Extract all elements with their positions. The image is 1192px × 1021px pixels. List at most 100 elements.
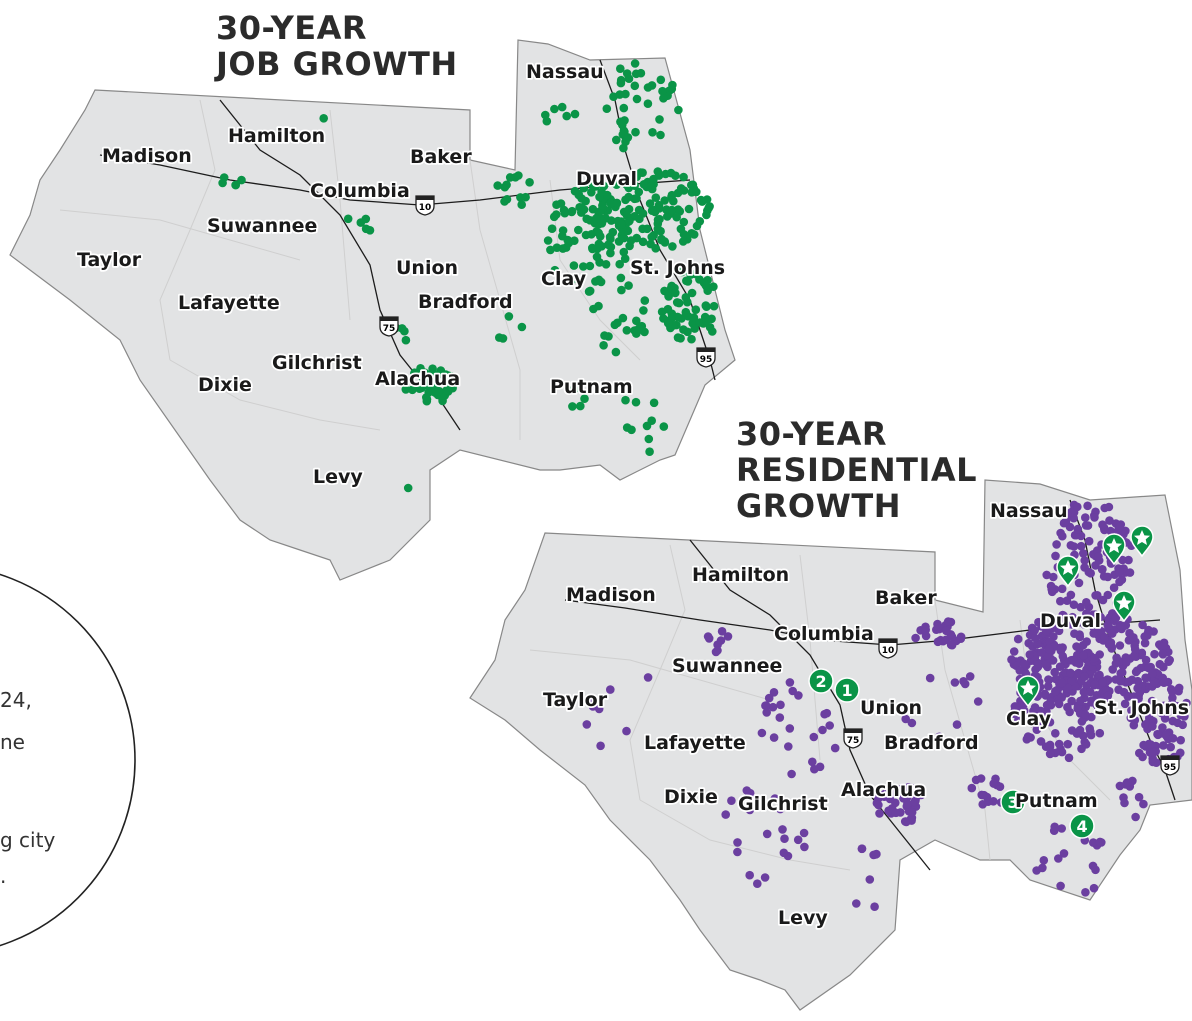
job-growth-dot (679, 230, 689, 239)
residential-growth-dot (1148, 703, 1157, 713)
job-growth-dot (631, 397, 641, 407)
residential-growth-dot (1074, 578, 1084, 588)
residential-growth-dot (1050, 822, 1059, 832)
residential-growth-dot (760, 873, 770, 882)
numbered-marker-1: 1 (834, 677, 860, 703)
job-growth-dot (678, 237, 688, 246)
residential-growth-dot (1094, 552, 1103, 561)
residential-growth-dot (907, 718, 917, 728)
job-growth-dot (632, 316, 641, 326)
star-pin-icon (1112, 590, 1136, 623)
residential-growth-dot (1079, 687, 1089, 697)
numbered-marker-4: 4 (1069, 813, 1095, 839)
residential-growth-dot (1025, 650, 1035, 659)
residential-growth-dot (1067, 620, 1077, 629)
job-growth-dot (676, 184, 686, 193)
residential-growth-dot (891, 808, 901, 818)
job-label-putnam: Putnam (550, 376, 633, 398)
res-label-union: Union (860, 697, 922, 719)
job-growth-dot (574, 189, 583, 198)
res-label-alachua: Alachua (841, 779, 926, 801)
job-growth-dot (705, 202, 714, 211)
residential-growth-dot (1100, 633, 1109, 642)
job-growth-dot (591, 214, 601, 223)
job-shield-10: 10 (415, 195, 435, 216)
job-growth-dot (569, 385, 578, 395)
job-growth-dot (638, 237, 648, 247)
job-growth-dot (636, 68, 646, 78)
svg-text:4: 4 (1076, 817, 1087, 836)
residential-growth-dot (794, 691, 803, 700)
job-growth-dot (645, 447, 654, 457)
job-growth-dot (579, 183, 589, 193)
job-county-lines (59, 99, 641, 440)
job-growth-dot (608, 227, 618, 237)
res-label-dixie: Dixie (664, 786, 718, 808)
job-growth-dot (639, 306, 648, 315)
job-growth-dot (585, 261, 595, 271)
residential-growth-dot (1039, 856, 1049, 865)
job-growth-dot (638, 209, 648, 218)
job-growth-dot (597, 219, 607, 228)
job-growth-dot (615, 90, 625, 99)
job-growth-dot (616, 273, 626, 283)
job-growth-dot (681, 307, 691, 317)
svg-text:3: 3 (1007, 793, 1018, 812)
residential-growth-dot (1130, 645, 1140, 654)
residential-growth-dot (1165, 655, 1174, 665)
residential-growth-dot (1176, 748, 1185, 758)
residential-growth-dot (1068, 612, 1077, 622)
job-growth-dot (702, 210, 711, 220)
job-growth-dot (416, 364, 425, 373)
residential-growth-dot (1063, 683, 1073, 693)
residential-growth-dot (976, 774, 986, 783)
residential-growth-dot (1155, 659, 1165, 669)
job-growth-dot (692, 221, 702, 231)
job-growth-dot (660, 196, 669, 205)
job-growth-dot (667, 190, 677, 200)
residential-growth-dot (1064, 753, 1074, 763)
job-growth-dot (612, 135, 621, 145)
job-growth-dot (560, 208, 570, 218)
residential-growth-dot (1160, 714, 1170, 723)
residential-growth-dot (1030, 633, 1040, 643)
job-growth-dot (428, 364, 437, 374)
residential-growth-dot (703, 632, 713, 641)
job-growth-dot (612, 198, 622, 208)
residential-growth-dot (1041, 742, 1051, 751)
job-growth-dot (655, 115, 664, 124)
residential-growth-dot (1097, 565, 1107, 574)
numbered-marker-3: 3 (1000, 789, 1026, 815)
job-label-nassau: Nassau (526, 61, 604, 83)
job-label-hamilton: Hamilton (228, 125, 325, 147)
residential-growth-map: 1 2 3 4 10 75 95 Nassa (469, 479, 1192, 1011)
residential-growth-dot (1111, 659, 1121, 668)
job-growth-dot (588, 181, 598, 191)
residential-growth-dot (1162, 730, 1171, 740)
job-growth-dot (619, 233, 629, 243)
residential-growth-dot (1080, 710, 1090, 719)
residential-growth-dot (1149, 747, 1159, 757)
residential-growth-dot (1098, 520, 1107, 529)
residential-growth-dot (874, 791, 883, 801)
residential-growth-dot (1054, 739, 1064, 749)
residential-growth-dot (1072, 669, 1082, 679)
svg-text:1: 1 (841, 681, 852, 700)
residential-growth-dot (825, 721, 834, 730)
residential-growth-dot (852, 899, 861, 908)
job-growth-dot (563, 235, 572, 245)
job-growth-dot (343, 214, 353, 224)
residential-growth-dot (1007, 655, 1016, 664)
residential-growth-dot (1090, 653, 1099, 663)
job-growth-dot (650, 205, 659, 215)
residential-growth-dot (622, 726, 631, 736)
job-growth-dot (504, 312, 514, 321)
job-growth-dot (630, 181, 639, 190)
residential-growth-dot (1115, 568, 1124, 577)
job-growth-dot (231, 180, 240, 190)
residential-growth-dot (1052, 540, 1061, 549)
residential-growth-dot (1057, 678, 1067, 688)
svg-text:95: 95 (1164, 763, 1177, 773)
residential-growth-dot (1158, 649, 1168, 658)
residential-growth-dot (1032, 725, 1042, 734)
